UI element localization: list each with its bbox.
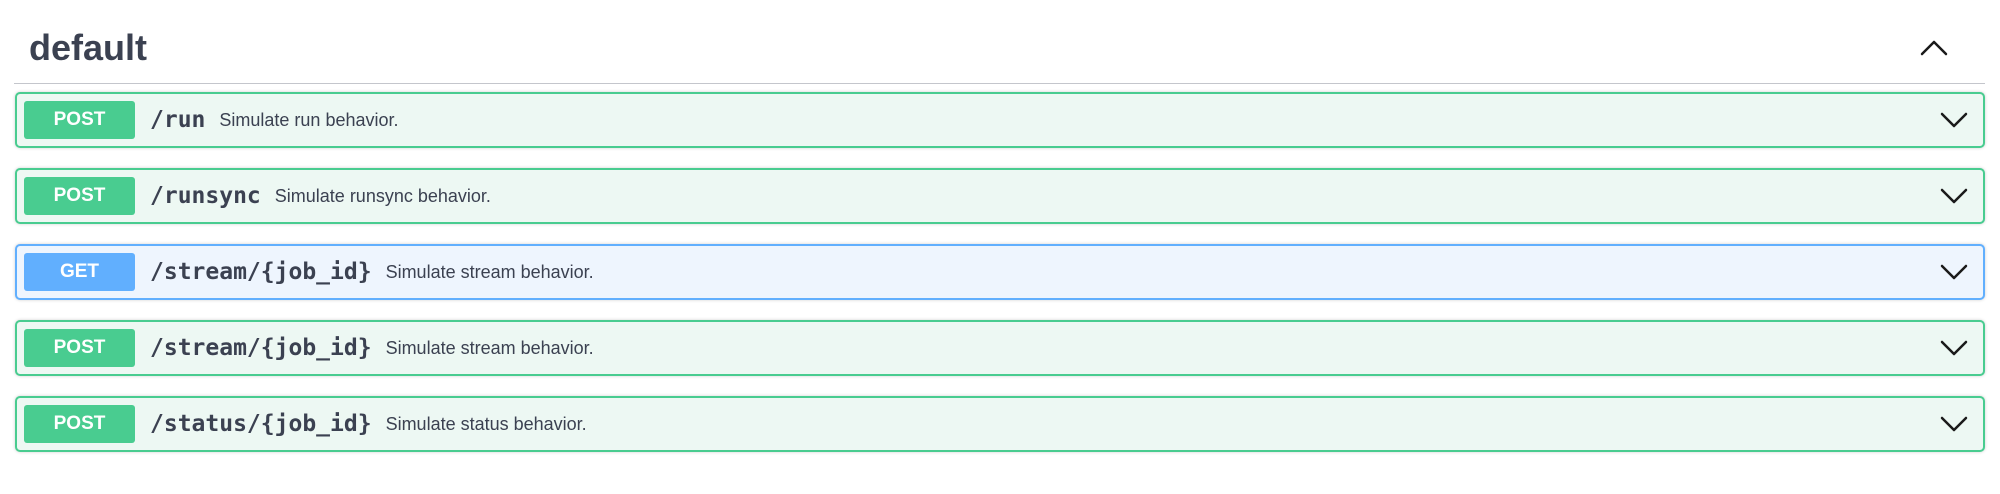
section-title: default — [29, 27, 148, 68]
chevron-up-icon — [1920, 40, 1948, 56]
operation-description: Simulate stream behavior. — [385, 337, 594, 358]
expand-operation-button[interactable] — [1937, 256, 1971, 288]
operation-description: Simulate runsync behavior. — [274, 185, 491, 206]
chevron-down-icon — [1940, 112, 1968, 128]
operation-path: /run — [150, 107, 206, 133]
operation-description: Simulate status behavior. — [385, 413, 587, 434]
operation-post-stream[interactable]: POST /stream/{job_id} Simulate stream be… — [15, 320, 1985, 376]
operation-summary: /stream/{job_id} Simulate stream behavio… — [150, 322, 594, 374]
operation-summary: /stream/{job_id} Simulate stream behavio… — [150, 246, 594, 298]
operation-description: Simulate stream behavior. — [385, 261, 594, 282]
method-badge: POST — [24, 405, 135, 443]
chevron-down-icon — [1940, 416, 1968, 432]
operation-get-stream[interactable]: GET /stream/{job_id} Simulate stream beh… — [15, 244, 1985, 300]
method-badge: POST — [24, 177, 135, 215]
chevron-down-icon — [1940, 188, 1968, 204]
method-badge: GET — [24, 253, 135, 291]
operation-path: /stream/{job_id} — [150, 259, 372, 285]
method-badge: POST — [24, 329, 135, 367]
operation-path: /status/{job_id} — [150, 411, 372, 437]
operation-summary: /status/{job_id} Simulate status behavio… — [150, 398, 587, 450]
expand-operation-button[interactable] — [1937, 408, 1971, 440]
chevron-down-icon — [1940, 340, 1968, 356]
collapse-section-button[interactable] — [1914, 30, 1954, 64]
expand-operation-button[interactable] — [1937, 104, 1971, 136]
expand-operation-button[interactable] — [1937, 180, 1971, 212]
expand-operation-button[interactable] — [1937, 332, 1971, 364]
chevron-down-icon — [1940, 264, 1968, 280]
operation-summary: /runsync Simulate runsync behavior. — [150, 170, 491, 222]
method-badge: POST — [24, 101, 135, 139]
operation-post-run[interactable]: POST /run Simulate run behavior. — [15, 92, 1985, 148]
operation-post-runsync[interactable]: POST /runsync Simulate runsync behavior. — [15, 168, 1985, 224]
operation-path: /stream/{job_id} — [150, 335, 372, 361]
operation-post-status[interactable]: POST /status/{job_id} Simulate status be… — [15, 396, 1985, 452]
operation-path: /runsync — [150, 183, 261, 209]
operation-description: Simulate run behavior. — [219, 109, 399, 130]
section-header[interactable]: default — [14, 0, 1985, 84]
operation-summary: /run Simulate run behavior. — [150, 94, 399, 146]
